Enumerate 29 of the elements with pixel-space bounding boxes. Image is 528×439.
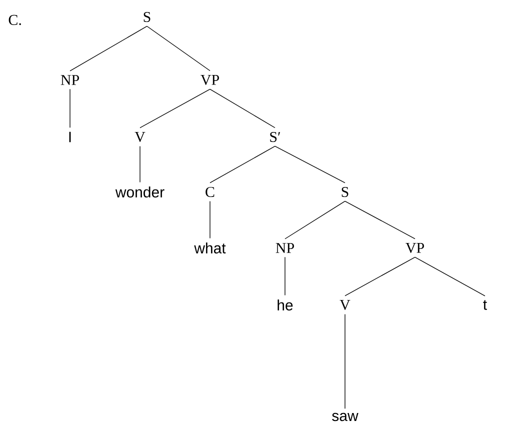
- category-label: NP: [60, 75, 79, 85]
- tree-branch: [344, 314, 346, 410]
- word-label: saw: [332, 412, 358, 422]
- example-label: C.: [8, 14, 21, 26]
- tree-branch: [274, 146, 346, 184]
- category-label: V: [134, 132, 146, 142]
- category-label: S: [342, 186, 348, 198]
- word-label: wonder: [115, 186, 164, 198]
- tree-branch: [284, 200, 346, 240]
- tree-branch: [284, 256, 286, 296]
- word-label: what: [194, 242, 226, 254]
- category-label: S′: [270, 132, 280, 142]
- word-label: I: [69, 132, 71, 142]
- tree-branch: [146, 26, 210, 72]
- tree-branch: [414, 256, 486, 296]
- category-label: VP: [200, 74, 219, 86]
- word-label: he: [278, 299, 293, 310]
- category-label: S: [144, 12, 150, 22]
- tree-branch: [140, 88, 210, 128]
- category-label: VP: [406, 242, 424, 253]
- tree-branch: [344, 256, 416, 296]
- tree-branch: [344, 200, 416, 240]
- category-label: V: [340, 300, 350, 310]
- tree-branch: [70, 26, 148, 72]
- word-label: t: [483, 300, 487, 310]
- tree-branch: [210, 146, 276, 184]
- category-label: C: [206, 186, 214, 198]
- tree-branch: [210, 88, 276, 128]
- category-label: NP: [276, 243, 294, 253]
